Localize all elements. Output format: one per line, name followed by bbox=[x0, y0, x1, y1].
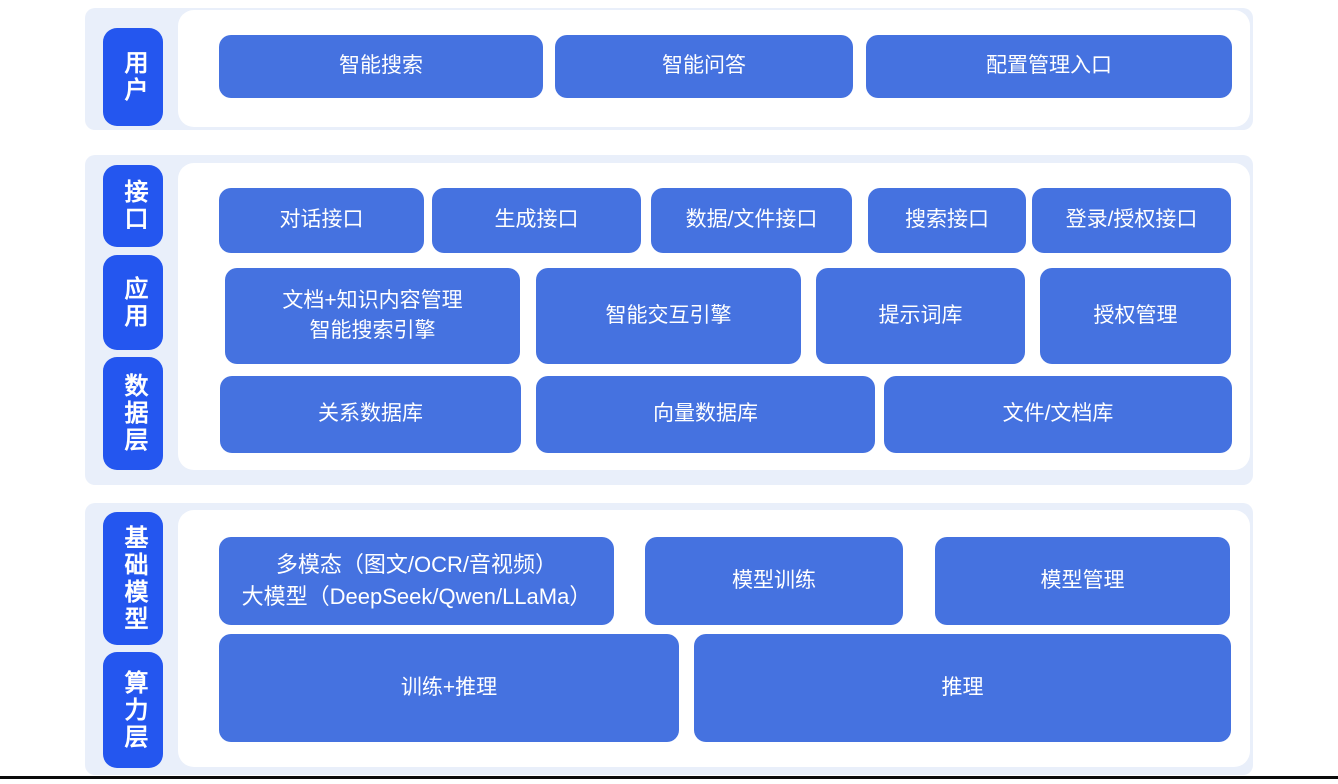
bottom-rule bbox=[0, 776, 1338, 779]
box-model-management: 模型管理 bbox=[935, 537, 1230, 625]
box-training-plus-inference: 训练+推理 bbox=[219, 634, 679, 742]
box-smart-interaction-engine: 智能交互引擎 bbox=[536, 268, 801, 364]
box-multimodal-llm: 多模态（图文/OCR/音视频） 大模型（DeepSeek/Qwen/LLaMa） bbox=[219, 537, 614, 625]
box-vector-db: 向量数据库 bbox=[536, 376, 875, 453]
box-model-training: 模型训练 bbox=[645, 537, 903, 625]
box-smart-qa: 智能问答 bbox=[555, 35, 853, 98]
box-inference: 推理 bbox=[694, 634, 1231, 742]
box-file-doc-store: 文件/文档库 bbox=[884, 376, 1232, 453]
layer-label-interface: 接口 bbox=[103, 165, 163, 247]
layer-label-application: 应用 bbox=[103, 255, 163, 350]
user-panel: 智能搜索 智能问答 配置管理入口 bbox=[178, 10, 1250, 127]
box-auth-management: 授权管理 bbox=[1040, 268, 1231, 364]
layer-label-data: 数据层 bbox=[103, 357, 163, 470]
layer-label-foundation-model: 基础模型 bbox=[103, 512, 163, 645]
box-doc-knowledge-search-engine: 文档+知识内容管理 智能搜索引擎 bbox=[225, 268, 520, 364]
layer-label-compute: 算力层 bbox=[103, 652, 163, 768]
box-search-api: 搜索接口 bbox=[868, 188, 1026, 253]
box-dialog-api: 对话接口 bbox=[219, 188, 424, 253]
middle-panel: 对话接口 生成接口 数据/文件接口 搜索接口 登录/授权接口 文档+知识内容管理… bbox=[178, 163, 1250, 470]
box-login-auth-api: 登录/授权接口 bbox=[1032, 188, 1231, 253]
box-generation-api: 生成接口 bbox=[432, 188, 641, 253]
box-smart-search: 智能搜索 bbox=[219, 35, 543, 98]
foundation-panel: 多模态（图文/OCR/音视频） 大模型（DeepSeek/Qwen/LLaMa）… bbox=[178, 510, 1250, 767]
box-config-management-entry: 配置管理入口 bbox=[866, 35, 1232, 98]
box-prompt-library: 提示词库 bbox=[816, 268, 1025, 364]
box-data-file-api: 数据/文件接口 bbox=[651, 188, 852, 253]
box-relational-db: 关系数据库 bbox=[220, 376, 521, 453]
layer-label-user: 用户 bbox=[103, 28, 163, 126]
